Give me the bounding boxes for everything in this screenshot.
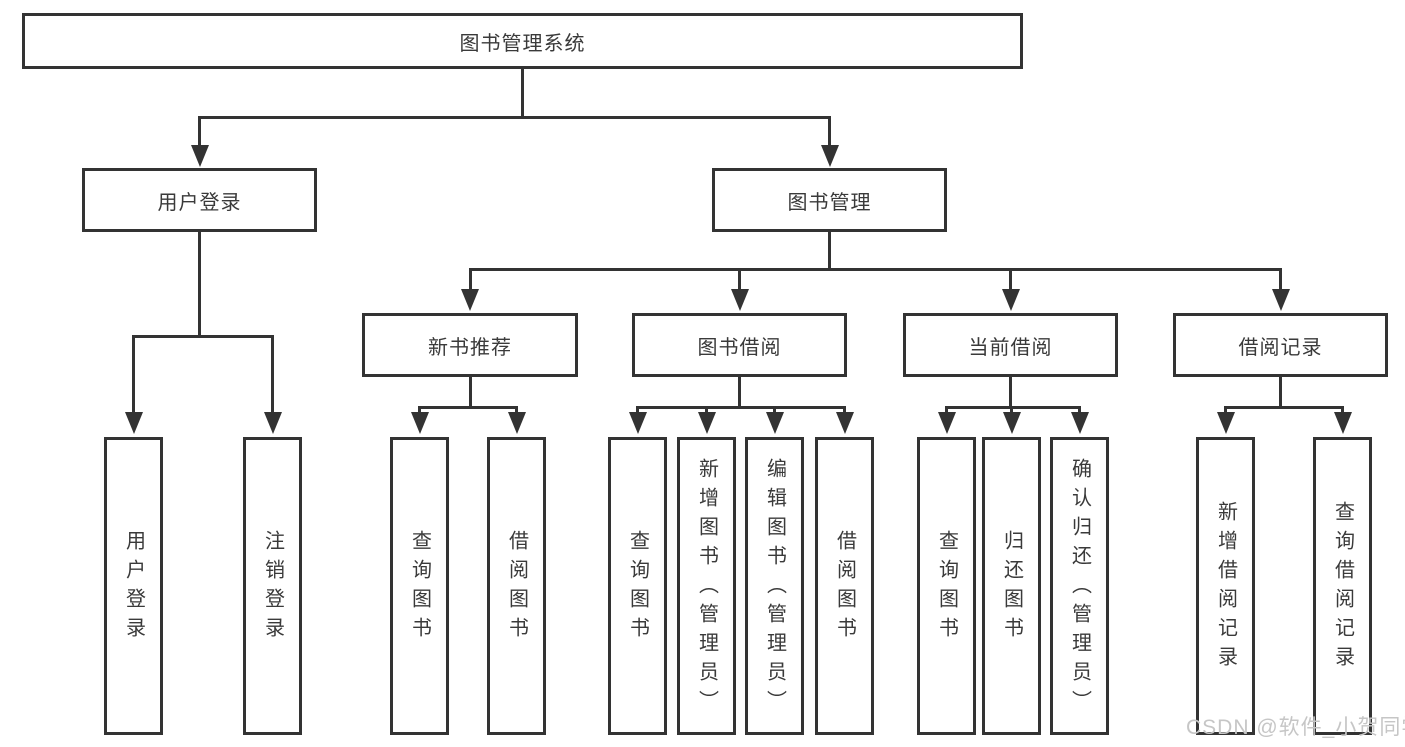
leaf-logout: 注销登录	[243, 437, 302, 735]
leaf-query-books-current: 查询图书	[917, 437, 976, 735]
csdn-watermark: CSDN @软件_小贺同学	[1186, 716, 1405, 739]
arrow-down-icon	[697, 412, 716, 434]
arrow-shaft	[1224, 406, 1227, 414]
arrow-shaft	[773, 406, 776, 414]
node-label: 借阅图书	[833, 530, 856, 646]
node-label: 用户登录	[157, 191, 242, 214]
node-label: 编辑图书（管理员）	[763, 457, 786, 719]
node-label: 查询图书	[935, 530, 958, 646]
arrow-down-icon	[1001, 289, 1020, 311]
leaf-confirm-return-admin: 确认归还（管理员）	[1050, 437, 1109, 735]
leaf-edit-books-admin: 编辑图书（管理员）	[745, 437, 804, 735]
node-borrowing-records: 借阅记录	[1173, 313, 1388, 377]
node-book-management-group: 图书管理	[712, 168, 947, 232]
connector-line	[828, 231, 831, 271]
node-label: 图书借阅	[697, 336, 782, 359]
node-label: 借阅图书	[505, 530, 528, 646]
arrow-shaft	[738, 268, 741, 291]
connector-line	[198, 115, 831, 119]
arrow-down-icon	[461, 289, 479, 311]
arrow-shaft	[418, 406, 421, 414]
node-new-book-recommend: 新书推荐	[362, 313, 578, 377]
arrow-down-icon	[835, 412, 854, 434]
arrow-down-icon	[1333, 412, 1352, 434]
connector-line	[945, 405, 1081, 409]
connector-line	[1279, 376, 1282, 409]
arrow-down-icon	[410, 412, 429, 434]
arrow-down-icon	[1070, 412, 1089, 434]
node-label: 当前借阅	[968, 336, 1053, 359]
leaf-user-login: 用户登录	[104, 437, 163, 735]
node-label: 查询图书	[408, 530, 431, 646]
node-current-borrowing: 当前借阅	[903, 313, 1118, 377]
arrow-shaft	[1009, 268, 1012, 291]
arrow-down-icon	[937, 412, 956, 434]
arrow-down-icon	[507, 412, 526, 434]
leaf-return-books: 归还图书	[982, 437, 1041, 735]
arrow-shaft	[1078, 406, 1081, 414]
arrow-shaft	[1010, 406, 1013, 414]
connector-line	[521, 69, 524, 118]
arrow-down-icon	[628, 412, 647, 434]
arrow-shaft	[945, 406, 948, 414]
leaf-add-borrow-record: 新增借阅记录	[1196, 437, 1255, 735]
arrow-down-icon	[263, 412, 282, 434]
arrow-shaft	[468, 268, 472, 291]
node-label: 注销登录	[261, 530, 284, 646]
leaf-query-books-recommend: 查询图书	[390, 437, 449, 735]
arrow-down-icon	[820, 145, 839, 167]
connector-line	[1009, 376, 1012, 409]
arrow-down-icon	[1271, 289, 1290, 311]
node-label: 图书管理系统	[459, 32, 586, 55]
arrow-shaft	[1341, 406, 1344, 414]
arrow-down-icon	[124, 412, 143, 434]
node-label: 查询图书	[626, 530, 649, 646]
arrow-shaft	[636, 406, 639, 414]
connector-line	[636, 405, 846, 409]
arrow-shaft	[843, 406, 846, 414]
leaf-borrow-books-recommend: 借阅图书	[487, 437, 546, 735]
arrow-shaft	[132, 335, 135, 414]
node-label: 查询借阅记录	[1331, 501, 1354, 675]
connector-line	[468, 267, 1282, 271]
arrow-shaft	[1279, 268, 1282, 291]
node-library-management-system: 图书管理系统	[22, 13, 1023, 69]
arrow-shaft	[828, 116, 831, 147]
arrow-down-icon	[1216, 412, 1235, 434]
arrow-shaft	[515, 406, 518, 414]
node-label: 新增图书（管理员）	[695, 457, 718, 719]
connector-line	[132, 334, 274, 338]
arrow-down-icon	[765, 412, 784, 434]
arrow-shaft	[271, 335, 274, 414]
node-book-borrowing: 图书借阅	[632, 313, 847, 377]
node-label: 借阅记录	[1238, 336, 1323, 359]
node-label: 用户登录	[122, 530, 145, 646]
leaf-add-books-admin: 新增图书（管理员）	[677, 437, 736, 735]
node-label: 归还图书	[1000, 530, 1023, 646]
connector-line	[1224, 405, 1344, 409]
node-user-login-group: 用户登录	[82, 168, 317, 232]
node-label: 新增借阅记录	[1214, 501, 1237, 675]
connector-line	[738, 376, 741, 409]
arrow-down-icon	[1002, 412, 1021, 434]
node-label: 确认归还（管理员）	[1068, 457, 1091, 719]
arrow-shaft	[705, 406, 708, 414]
connector-line	[418, 405, 518, 409]
node-label: 新书推荐	[428, 336, 512, 359]
arrow-down-icon	[730, 289, 749, 311]
connector-line	[198, 231, 201, 337]
arrow-down-icon	[190, 145, 209, 167]
connector-line	[468, 376, 472, 409]
arrow-shaft	[198, 116, 201, 147]
leaf-query-books-borrowing: 查询图书	[608, 437, 667, 735]
node-label: 图书管理	[787, 191, 872, 214]
leaf-borrow-books: 借阅图书	[815, 437, 874, 735]
leaf-query-borrow-record: 查询借阅记录	[1313, 437, 1372, 735]
